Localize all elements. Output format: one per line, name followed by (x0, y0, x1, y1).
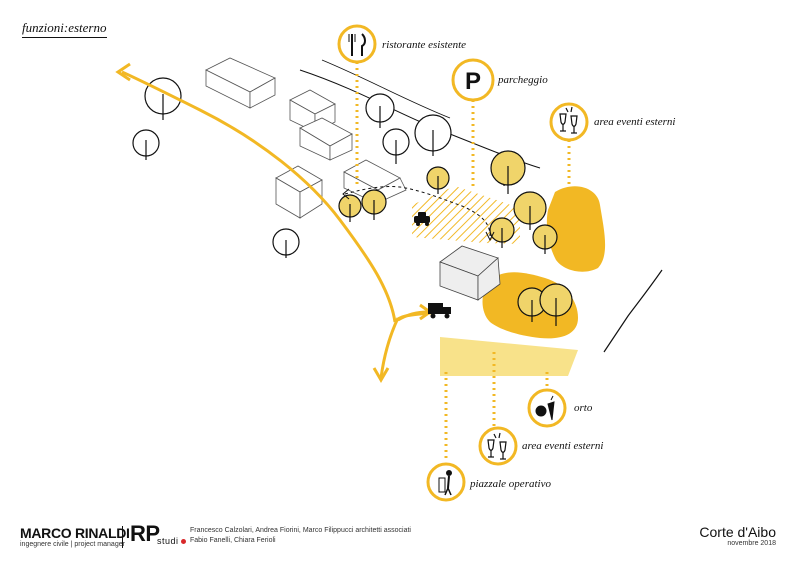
parking-icon: P (465, 68, 481, 95)
wine-glasses-icon (559, 106, 578, 134)
page-title: funzioni:esterno (22, 20, 107, 38)
footer-author-name: MARCO RINALDI (20, 525, 130, 541)
building-top (205, 57, 276, 109)
label-parcheggio: parcheggio (498, 74, 548, 86)
white-trees (132, 77, 517, 258)
footer-author-role: ingegnere civile | project manager (20, 541, 125, 548)
footer-divider (122, 526, 123, 548)
worker-icon (438, 470, 452, 496)
slope-line (603, 269, 663, 353)
building-main (439, 245, 501, 301)
wine-glasses-icon-2 (487, 432, 507, 460)
studio-logo: RP (130, 521, 160, 546)
arrow-head-down (372, 367, 390, 383)
arrow-head-top (115, 62, 131, 82)
label-piazzale: piazzale operativo (470, 478, 551, 490)
label-ristorante: ristorante esistente (382, 39, 467, 51)
car-path (344, 186, 491, 237)
project-name: Corte d'Aibo (699, 524, 776, 540)
leader-lines (355, 62, 571, 462)
yellow-trees (338, 150, 573, 326)
car-path-head-2 (485, 231, 495, 242)
truck-icon (428, 303, 451, 319)
label-area-eventi-top: area eventi esterni (594, 116, 676, 128)
event-area-zone (546, 186, 606, 272)
studio-logo-dot (181, 539, 186, 544)
car-icon (414, 212, 430, 226)
branch-arrow-right (397, 310, 429, 322)
branch-arrow-down (379, 317, 400, 379)
building-cluster (289, 89, 353, 161)
label-orto: orto (574, 402, 593, 414)
label-area-eventi-bottom: area eventi esterni (522, 440, 604, 452)
car-path-head (342, 188, 350, 200)
vegetables-icon (535, 395, 555, 421)
footer-credits-2: Fabio Fanelli, Chiara Ferioli (190, 537, 276, 544)
road-line-2 (321, 59, 451, 119)
fork-knife-icon (348, 33, 366, 56)
studio-logo-sub: studi (157, 536, 179, 546)
project-date: novembre 2018 (727, 540, 776, 547)
operative-yard-zone (440, 337, 578, 376)
icon-circles (337, 24, 589, 502)
footer-credits-1: Francesco Calzolari, Andrea Fiorini, Mar… (190, 527, 411, 534)
